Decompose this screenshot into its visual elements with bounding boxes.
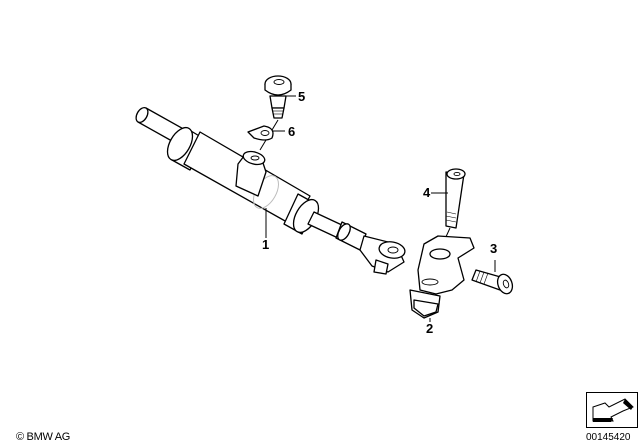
back-navigation-button[interactable]: [586, 392, 638, 428]
arrow-back-icon: [592, 398, 634, 422]
part-4-cap-screw-long[interactable]: [445, 168, 466, 229]
part-2-bracket[interactable]: [409, 235, 475, 319]
copyright-text: © BMW AG: [16, 431, 70, 443]
part-6-tab-washer[interactable]: [247, 125, 274, 141]
callout-2[interactable]: 2: [426, 321, 434, 336]
callout-4[interactable]: 4: [423, 185, 431, 200]
callout-1[interactable]: 1: [262, 237, 270, 252]
part-3-cap-screw-short[interactable]: [471, 269, 515, 296]
part-5-shoulder-bolt[interactable]: [264, 75, 292, 119]
document-number: 00145420: [586, 432, 631, 443]
callout-3[interactable]: 3: [490, 241, 498, 256]
callout-6[interactable]: 6: [288, 124, 296, 139]
part-1-steering-damper[interactable]: [134, 106, 407, 275]
callout-5[interactable]: 5: [298, 89, 306, 104]
